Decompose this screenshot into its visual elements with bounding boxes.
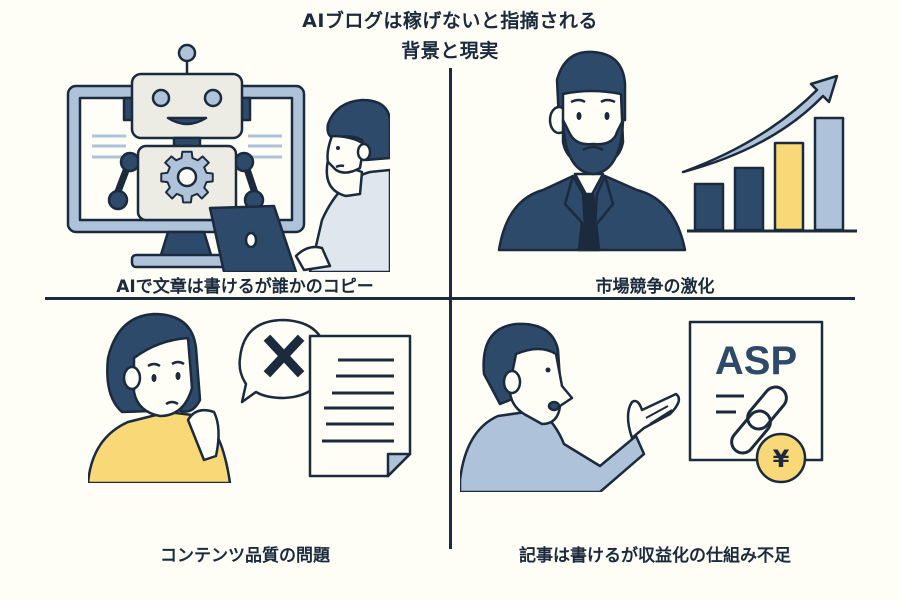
caption-monetization-gap: 記事は書けるが収益化の仕組み不足 [519, 546, 791, 566]
vertical-divider [449, 68, 452, 549]
title-line-2: 背景と現実 [401, 40, 499, 62]
yen-symbol: ¥ [773, 445, 790, 473]
horizontal-divider [45, 297, 855, 300]
panel-top-left-illustration [66, 43, 390, 272]
yen-coin-icon [755, 432, 807, 484]
caption-content-quality: コンテンツ品質の問題 [160, 546, 330, 566]
bar-chart-icon [687, 116, 857, 233]
title-line-1: AIブログは稼げないと指摘される [302, 10, 598, 32]
businessman-icon [497, 50, 687, 252]
document-icon [308, 334, 412, 478]
gear-icon [160, 150, 214, 204]
laptop-icon [208, 204, 332, 272]
panel-bottom-right-illustration: ASP ¥ [460, 320, 824, 492]
arrow-up-icon [681, 74, 839, 174]
x-mark-icon [263, 334, 305, 378]
caption-market-competition: 市場競争の激化 [595, 277, 715, 297]
person-icon [308, 98, 390, 272]
caption-ai-copy: AIで文章は書けるが誰かのコピー [116, 277, 374, 297]
panel-top-right-illustration [497, 50, 857, 252]
card-icon [688, 320, 824, 462]
woman-icon [88, 312, 232, 483]
asp-label: ASP [715, 339, 797, 383]
link-icon [716, 385, 788, 455]
man-icon [460, 322, 681, 492]
panel-bottom-left-illustration [88, 312, 412, 483]
